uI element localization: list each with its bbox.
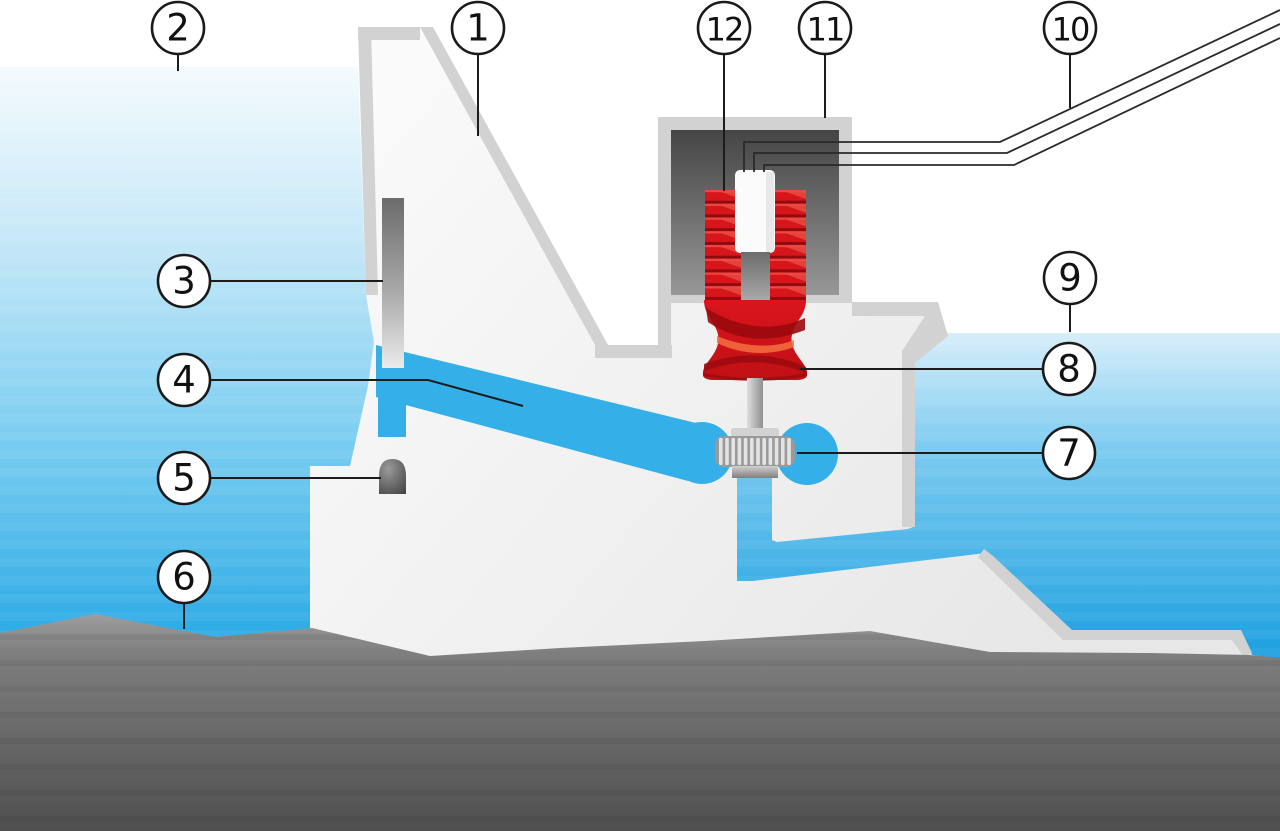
- callout-number-2: 2: [166, 7, 190, 50]
- callout-number-3: 3: [172, 260, 196, 303]
- housing-frame-top: [658, 117, 852, 130]
- runner-ridge: [762, 438, 766, 465]
- callout-circle-11: [797, 0, 853, 56]
- apron-end-edge: [1232, 630, 1252, 657]
- runner-ridge: [725, 438, 729, 465]
- stator-segment: [770, 231, 806, 245]
- drain-plug: [379, 459, 406, 494]
- callout-number-4: 4: [172, 359, 196, 402]
- rotor-highlight: [717, 336, 794, 353]
- dam-crest-edge: [358, 27, 420, 40]
- callout-number-11: 11: [807, 11, 844, 49]
- intake-gate: [382, 198, 404, 368]
- power-line: [743, 9, 1280, 172]
- stator-segment: [770, 245, 806, 259]
- transmission-lines: [743, 9, 1280, 172]
- callout-circle-7: [1041, 425, 1097, 481]
- callout-number-9: 9: [1058, 257, 1082, 300]
- runner-cap: [731, 428, 779, 437]
- callout-circle-12: [696, 0, 752, 56]
- runner-ridge: [756, 438, 760, 465]
- stator-segment: [705, 258, 741, 273]
- runner-ridge: [774, 438, 779, 465]
- runner-ridge: [768, 438, 773, 465]
- runner-ridge: [787, 438, 791, 465]
- powerhouse-roof-edge: [852, 302, 938, 316]
- callout-circle-2: [150, 0, 206, 56]
- turbine-shaft: [747, 378, 763, 430]
- callout-number-8: 8: [1057, 348, 1081, 391]
- callout-circle-10: [1042, 0, 1098, 56]
- turbine-assembly: [715, 378, 795, 478]
- rotor-bottom-edge: [703, 373, 807, 381]
- runner-ridge: [737, 438, 742, 465]
- callout-circle-3: [156, 253, 212, 309]
- callout-number-1: 1: [466, 7, 490, 50]
- callout-circle-8: [1041, 341, 1097, 397]
- rotor-swirl-dark-top: [706, 308, 805, 339]
- penstock-channel: [376, 345, 700, 481]
- runner-ridge: [719, 438, 723, 465]
- scroll-case-left: [671, 422, 733, 484]
- stator-segment: [705, 272, 741, 287]
- stator-segment: [770, 272, 806, 287]
- shaft-shade: [766, 172, 774, 252]
- callout-number-10: 10: [1052, 11, 1089, 49]
- callout-number-7: 7: [1057, 432, 1081, 475]
- stator-segment: [770, 190, 806, 204]
- runner-ridge: [743, 438, 748, 465]
- generator-shaft-upper: [735, 170, 775, 300]
- callout-circle-1: [450, 0, 506, 56]
- runner-base: [732, 466, 778, 478]
- runner-ridge: [731, 438, 735, 465]
- forebay-ledge-edge: [595, 345, 672, 358]
- apron-edge: [1063, 630, 1241, 640]
- generator-rotor: [703, 300, 807, 381]
- powerhouse-wall-edge: [902, 351, 915, 527]
- callout-number-12: 12: [706, 11, 743, 49]
- runner-ridges: [719, 438, 791, 465]
- callout-number-6: 6: [172, 556, 196, 599]
- stator-segment: [705, 286, 741, 300]
- concrete-edges: [358, 27, 1252, 657]
- powerhouse-roof-corner: [902, 302, 948, 363]
- runner-ridge: [750, 438, 754, 465]
- callout-circle-6: [156, 549, 212, 605]
- callout-leader-4: [210, 379, 524, 407]
- housing-frame-left: [658, 117, 671, 358]
- stator-segment: [770, 203, 806, 218]
- stator-gap-shade: [741, 252, 770, 300]
- dam-upstream-edge: [358, 27, 378, 295]
- runner-ridge: [781, 438, 785, 465]
- stator-segment: [770, 217, 806, 232]
- dam-downstream-edge: [420, 27, 608, 345]
- stator-segment: [770, 286, 806, 300]
- housing-frame-right: [839, 117, 852, 303]
- shaft-white: [735, 170, 775, 253]
- callout-number-5: 5: [172, 457, 196, 500]
- stator-segment: [770, 258, 806, 273]
- generator-stator: [705, 190, 806, 300]
- power-line: [763, 37, 1280, 172]
- callout-circle-5: [156, 450, 212, 506]
- power-line: [753, 23, 1280, 172]
- rotor-swirl-dark-bottom: [704, 355, 806, 373]
- callout-circle-9: [1042, 250, 1098, 306]
- callout-circle-4: [156, 352, 212, 408]
- stilling-basin-slope-edge: [978, 549, 1072, 640]
- gate-slot-water: [378, 385, 406, 437]
